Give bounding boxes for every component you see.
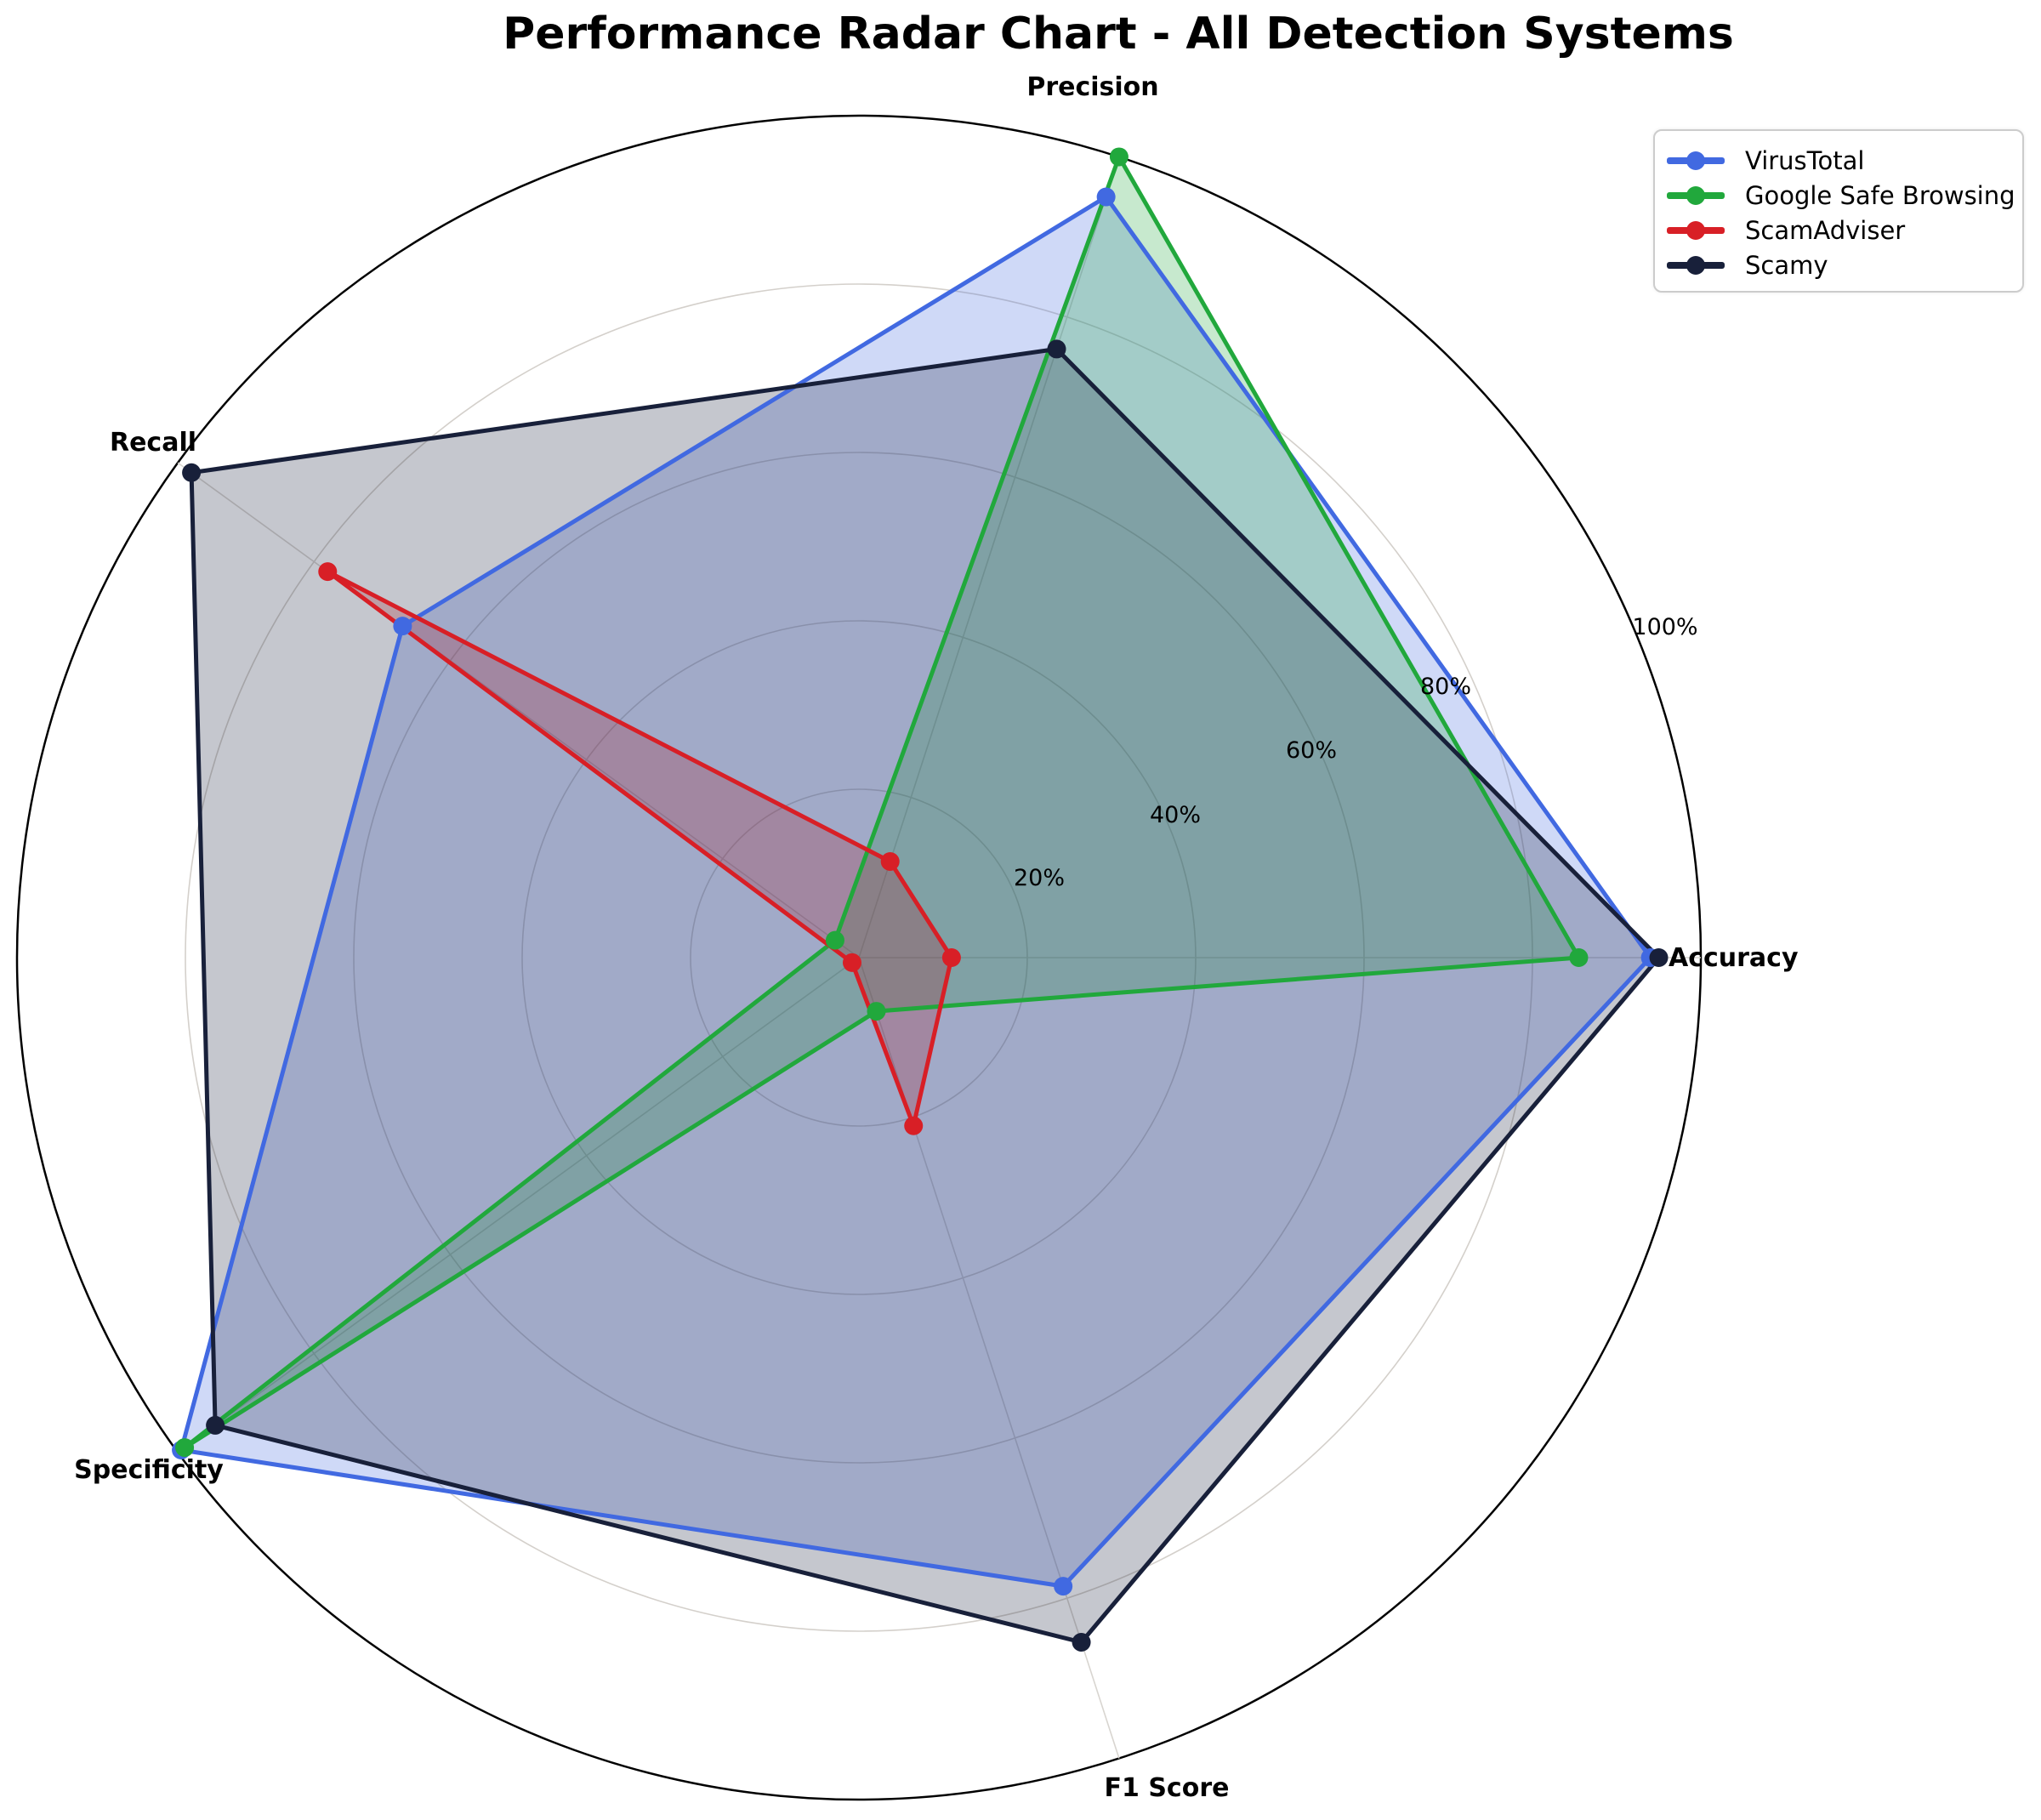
series-fill-virustotal	[181, 196, 1651, 1587]
legend-line-swatch	[1667, 151, 1725, 170]
legend-marker-dot-icon	[1686, 255, 1705, 275]
series-marker-scamy-recall	[182, 463, 202, 482]
axis-label-f1-score: F1 Score	[1105, 1773, 1230, 1803]
series-marker-virustotal-recall	[393, 617, 412, 636]
radar-spoke-specificity	[177, 957, 860, 1453]
radar-spoke-precision	[858, 156, 1120, 958]
legend-item-scamadviser: ScamAdviser	[1667, 213, 2014, 247]
rtick-label-100: 100%	[1632, 614, 1697, 640]
series-marker-virustotal-precision	[1096, 187, 1116, 207]
legend-item-google-safe-browsing: Google Safe Browsing	[1667, 178, 2015, 213]
series-marker-scamy-precision	[1047, 339, 1066, 359]
legend-label: VirusTotal	[1745, 145, 1865, 175]
rtick-label-60: 60%	[1286, 737, 1337, 764]
legend-marker-dot-icon	[1686, 220, 1705, 240]
rtick-label-40: 40%	[1150, 802, 1201, 828]
legend-line-swatch	[1667, 220, 1725, 240]
legend-label: Google Safe Browsing	[1745, 180, 2015, 210]
radar-spoke-recall	[177, 462, 860, 958]
series-outline-virustotal	[179, 195, 1653, 1589]
rtick-label-20: 20%	[1014, 865, 1065, 891]
legend-marker-dot-icon	[1686, 185, 1705, 205]
series-outline-scamy	[189, 346, 1661, 1645]
series-marker-google-safe-browsing-f1-score	[867, 1002, 886, 1021]
rtick-label-80: 80%	[1420, 674, 1471, 700]
legend-item-virustotal: VirusTotal	[1667, 143, 2014, 178]
series-outline-scamadviser	[325, 569, 954, 1129]
legend-line-swatch	[1667, 185, 1725, 205]
axis-label-accuracy: Accuracy	[1669, 943, 1799, 973]
series-marker-google-safe-browsing-precision	[1109, 147, 1129, 167]
series-marker-virustotal-f1-score	[1054, 1577, 1073, 1596]
series-marker-google-safe-browsing-accuracy	[1569, 948, 1589, 967]
series-marker-scamy-specificity	[206, 1415, 225, 1435]
chart-title: Performance Radar Chart - All Detection …	[503, 9, 1734, 60]
series-outline-google-safe-browsing	[182, 155, 1581, 1450]
axis-label-precision: Precision	[1026, 72, 1158, 102]
series-marker-google-safe-browsing-specificity	[175, 1438, 195, 1458]
legend-label: Scamy	[1745, 250, 1828, 280]
series-marker-scamadviser-precision	[880, 852, 900, 872]
legend-line-swatch	[1667, 255, 1725, 275]
series-fill-scamy	[191, 349, 1659, 1642]
series-marker-scamadviser-recall	[318, 562, 338, 582]
series-fill-google-safe-browsing	[185, 156, 1579, 1448]
series-marker-scamadviser-specificity	[842, 953, 861, 972]
series-marker-scamadviser-accuracy	[941, 948, 961, 967]
axis-label-recall: Recall	[110, 428, 196, 458]
series-marker-scamy-f1-score	[1072, 1633, 1091, 1652]
series-marker-scamy-accuracy	[1649, 948, 1669, 967]
legend-item-scamy: Scamy	[1667, 247, 2014, 282]
series-marker-google-safe-browsing-recall	[825, 930, 844, 950]
series-fill-scamadviser	[327, 572, 952, 1126]
legend-label: ScamAdviser	[1745, 215, 1906, 245]
series-marker-scamadviser-f1-score	[904, 1116, 924, 1135]
legend-marker-dot-icon	[1686, 151, 1705, 170]
axis-label-specificity: Specificity	[74, 1455, 224, 1485]
